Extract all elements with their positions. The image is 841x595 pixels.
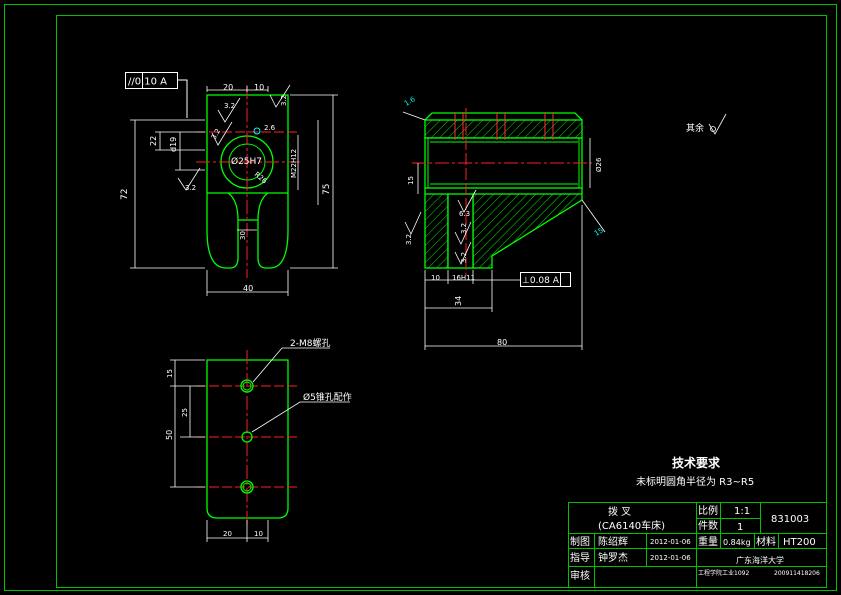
tb-guide-by: 钟罗杰 [598, 551, 628, 564]
other-roughness-label: 其余 [686, 122, 704, 134]
bottom-view: 15 25 50 20 10 2-M8螺孔 Ø5锥孔配作 [165, 338, 352, 542]
tb-part-name: 拨 叉 [608, 505, 631, 518]
front-rough-1: 3.2 [224, 102, 235, 110]
front-dim-thread: M22H12 [290, 149, 298, 178]
bottom-dim-20: 20 [223, 530, 232, 538]
inner-frame [56, 15, 827, 588]
tb-weight-label: 重量 [698, 535, 718, 548]
side-dim-80: 80 [497, 338, 507, 347]
side-rough-63: 6.3 [459, 210, 470, 218]
front-dim-bore: Ø25H7 [231, 156, 262, 167]
side-dim-34: 34 [454, 296, 463, 306]
front-dim-slot: 30 [239, 231, 247, 240]
front-dim-chamfer: 2.6 [264, 124, 276, 132]
side-rough-32a: 3.2 [405, 234, 413, 245]
tb-school: 广东海洋大学 [736, 555, 784, 565]
bottom-dim-10: 10 [254, 530, 263, 538]
front-view: //0.10 A 72 75 [120, 72, 338, 296]
tb-material: HT200 [783, 537, 816, 548]
tb-weight: 0.84kg [723, 538, 751, 547]
bottom-label-pin: Ø5锥孔配作 [303, 391, 352, 403]
side-dim-chamfer-tl: 1.6 [403, 95, 417, 108]
bottom-dim-15: 15 [166, 369, 174, 378]
tb-drawn-by: 陈绍辉 [598, 535, 628, 548]
outer-frame [4, 4, 837, 591]
side-dim-chamfer-tr: 15 [593, 226, 605, 237]
side-dim-15: 15 [407, 176, 415, 185]
tb-part-machine: (CA6140车床) [598, 519, 665, 532]
front-tolerance-frame: //0.10 A [125, 72, 188, 118]
bottom-dim-50: 50 [165, 430, 174, 440]
tb-guide-date: 2012-01-06 [650, 554, 691, 562]
front-tolerance-text: //0.10 A [128, 77, 167, 88]
front-dim-10: 10 [254, 83, 264, 92]
tb-qty: 1 [737, 522, 743, 533]
tb-qty-label: 件数 [698, 519, 718, 532]
tb-guide-label: 指导 [570, 551, 590, 564]
side-rough-32c: 3.2 [460, 252, 468, 263]
side-view: 80 34 10 16H11 15 Ø26 1.6 15 6.3 3.2 3.2… [402, 95, 606, 350]
tb-ratio: 1:1 [734, 506, 750, 517]
front-rough-4: 3.2 [210, 127, 222, 141]
front-dim-40: 40 [243, 284, 253, 293]
tech-req-body: 未标明圆角半径为 R3~R5 [636, 475, 754, 488]
side-dim-16: 16H11 [452, 274, 475, 282]
side-tolerance-frame: ⊥0.08 A [522, 276, 560, 286]
front-rough-3: 3.2 [185, 184, 196, 192]
front-dim-d19: d19 [169, 137, 178, 152]
tb-material-label: 材料 [756, 535, 776, 548]
tb-ratio-label: 比例 [698, 504, 718, 517]
front-dim-20: 20 [223, 83, 233, 92]
front-dim-75: 75 [322, 184, 332, 195]
tb-review-label: 审核 [570, 569, 590, 582]
title-block [568, 502, 827, 588]
bottom-dim-25: 25 [181, 408, 189, 417]
side-dim-dia: Ø26 [595, 157, 603, 172]
tb-student-id: 200911418206 [774, 570, 820, 577]
side-rough-32b: 3.2 [460, 223, 468, 234]
side-dim-10: 10 [431, 274, 440, 282]
front-dim-72: 72 [120, 189, 130, 200]
tb-dept: 工程学院工业1092 [698, 569, 749, 577]
tb-drawing-no: 831003 [771, 514, 809, 525]
bottom-label-threaded: 2-M8螺孔 [290, 338, 330, 349]
tb-drawn-date: 2012-01-06 [650, 538, 691, 546]
front-dim-22: 22 [149, 136, 158, 146]
tech-req-title: 技术要求 [672, 455, 721, 470]
tb-drawn-label: 制图 [570, 535, 590, 548]
front-rough-2: 3.2 [280, 95, 288, 106]
